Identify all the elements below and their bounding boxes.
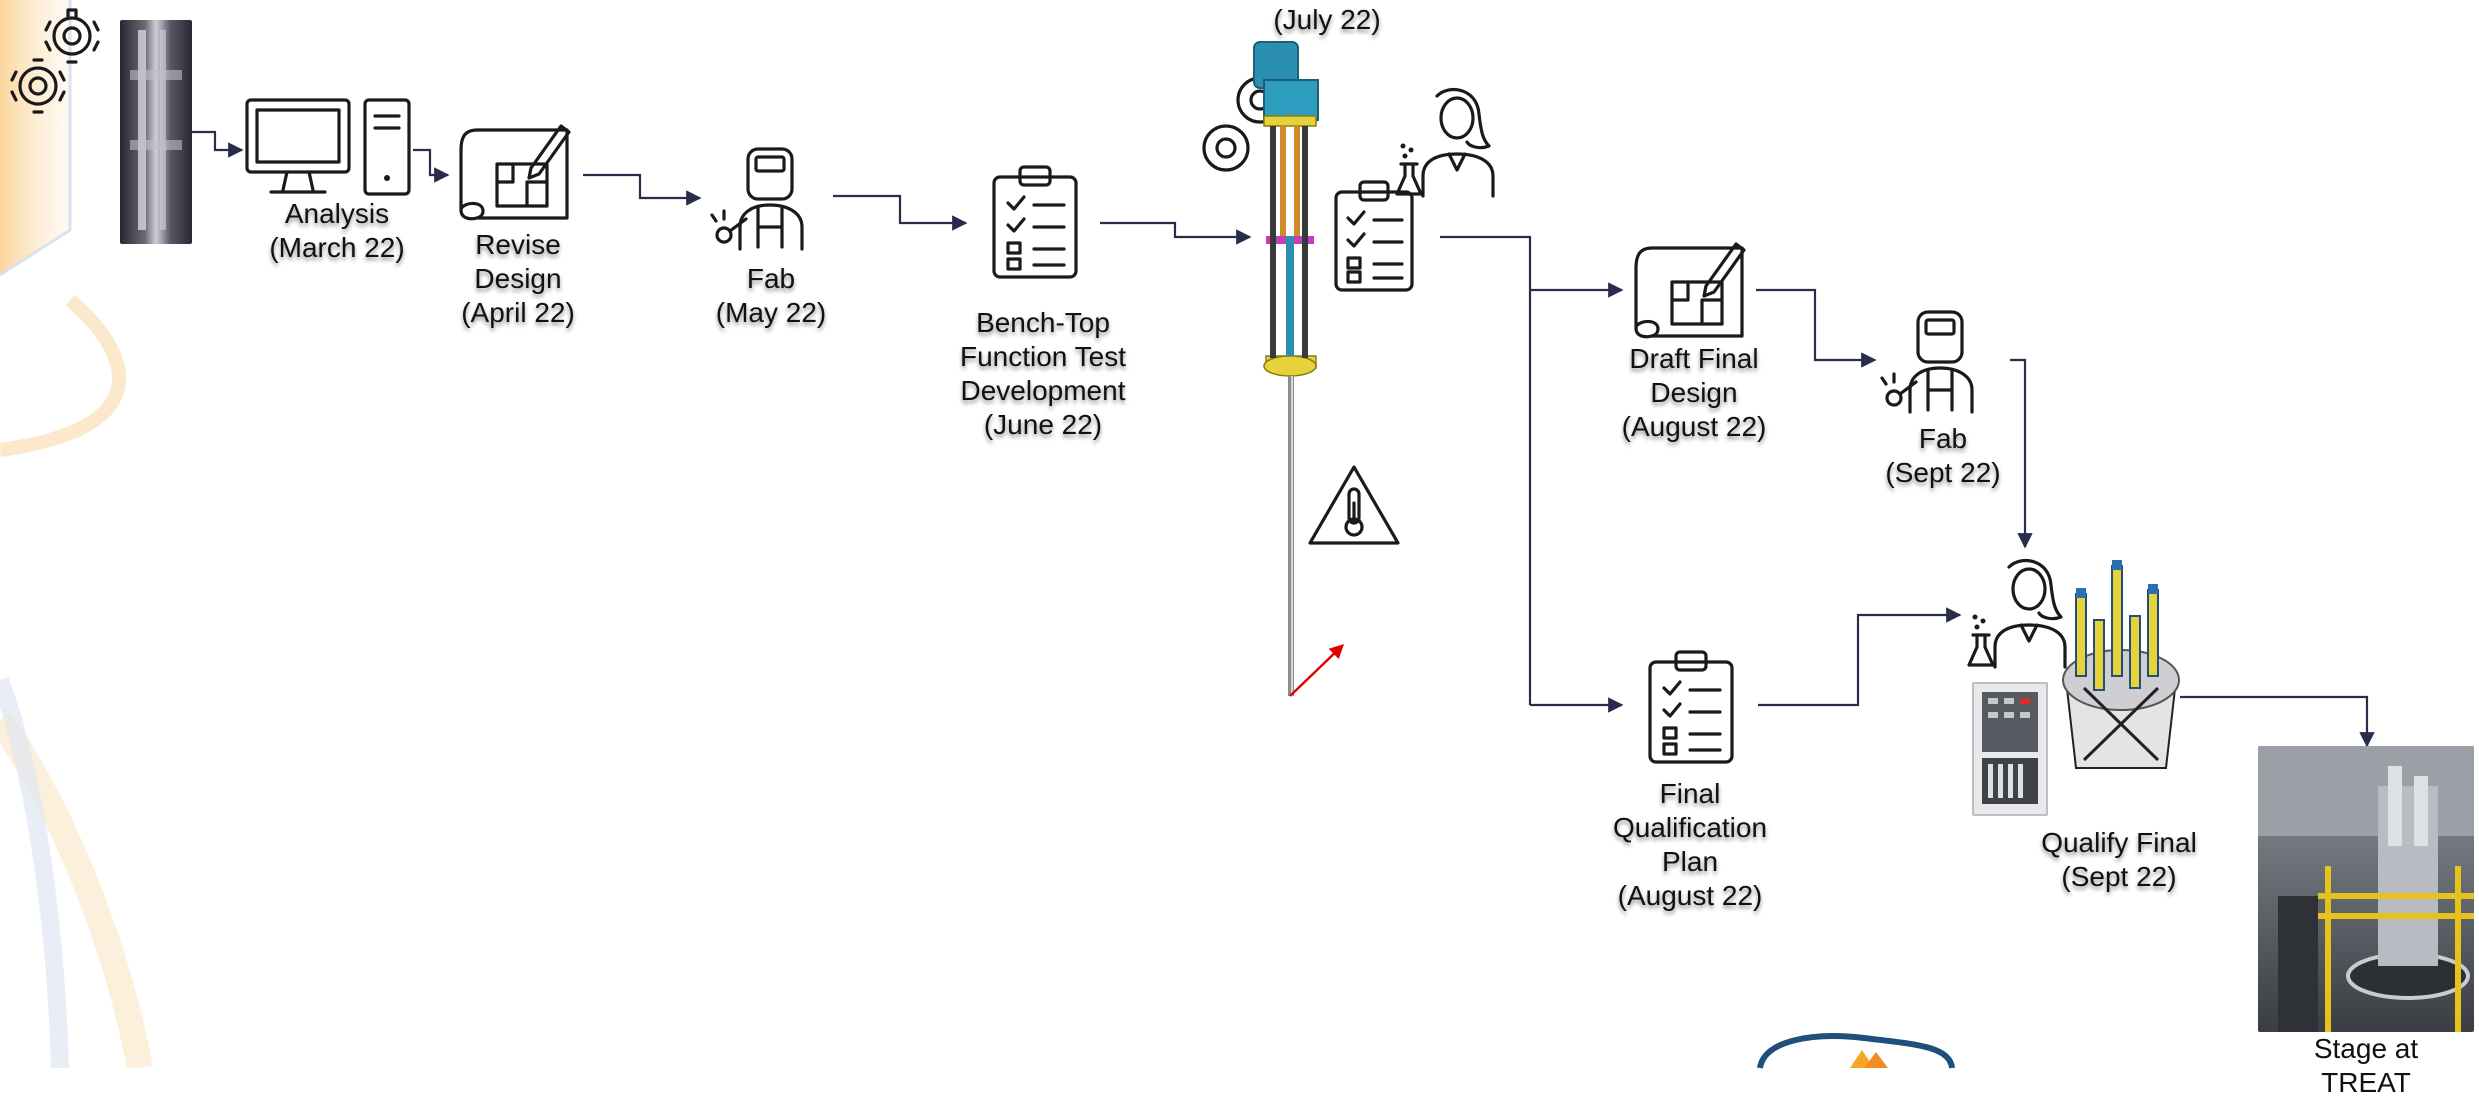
connector-fab-bench bbox=[833, 196, 966, 223]
red-arrow-icon bbox=[1286, 640, 1346, 700]
step-bench-label: Bench-Top Function Test Development (Jun… bbox=[960, 306, 1126, 442]
qualification-rig-image bbox=[2058, 560, 2184, 782]
blueprint-pencil-icon-2 bbox=[1632, 238, 1748, 342]
blueprint-pencil-icon bbox=[457, 120, 573, 224]
welder-icon bbox=[710, 143, 816, 253]
step-july-label: (July 22) bbox=[1273, 3, 1380, 37]
test-rig-image bbox=[1190, 36, 1330, 702]
logo bbox=[1754, 1030, 1958, 1068]
connector-qualify-treat bbox=[2180, 697, 2367, 746]
warning-thermometer-icon bbox=[1306, 463, 1402, 549]
connector-revise-fab bbox=[583, 175, 700, 198]
connector-split bbox=[1440, 237, 1530, 705]
connector-photo-analysis bbox=[190, 132, 242, 150]
step-fab2-label: Fab (Sept 22) bbox=[1885, 422, 2000, 490]
step-treat-label: Stage at TREAT bbox=[2310, 1032, 2423, 1100]
computer-monitor-icon bbox=[243, 96, 413, 200]
step-analysis-label: Analysis (March 22) bbox=[269, 197, 404, 265]
connector-analysis-revise bbox=[413, 150, 448, 175]
welder-icon-2 bbox=[1880, 306, 1986, 416]
step-fab1-label: Fab (May 22) bbox=[716, 262, 826, 330]
gears-icon bbox=[8, 0, 104, 120]
step-revise-label: Revise Design (April 22) bbox=[461, 228, 575, 330]
clipboard-checklist-icon-2 bbox=[1332, 178, 1416, 294]
apparatus-photo bbox=[120, 20, 192, 244]
step-qualify-label: Qualify Final (Sept 22) bbox=[2041, 826, 2197, 894]
control-panel-image bbox=[1972, 682, 2048, 816]
clipboard-checklist-icon bbox=[990, 163, 1080, 281]
step-qualplan-label: Final Qualification Plan (August 22) bbox=[1613, 777, 1767, 913]
connector-qualplan-qualify bbox=[1758, 615, 1960, 705]
clipboard-checklist-icon-3 bbox=[1646, 648, 1736, 766]
connector-fab-qualify bbox=[2010, 360, 2025, 547]
reactor-photo bbox=[2258, 746, 2474, 1032]
timeline-diagram: Analysis (March 22) Revise Design (April… bbox=[0, 0, 2479, 1068]
step-draft-label: Draft Final Design (August 22) bbox=[1622, 342, 1767, 444]
scientist-icon-2 bbox=[1965, 555, 2073, 671]
connector-draft-fab bbox=[1756, 290, 1875, 360]
